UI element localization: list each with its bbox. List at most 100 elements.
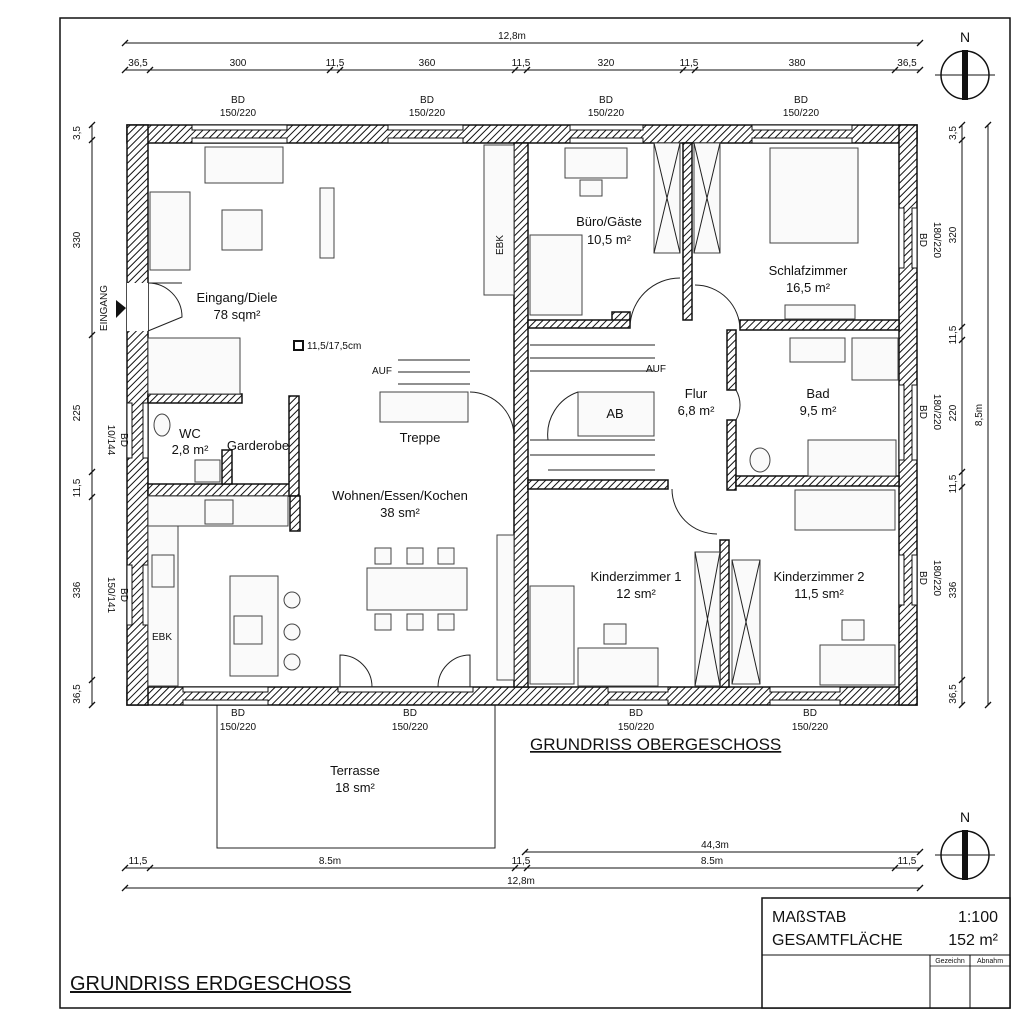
stair-treads [530, 344, 655, 471]
entrance-door-swing [147, 282, 183, 332]
chair-icon [283, 623, 301, 641]
room-labels: Eingang/Diele 78 sqm² EINGANG 11,5/17,5c… [99, 214, 865, 795]
kinder2-area: 11,5 sm² [794, 586, 844, 601]
left-seg-3: 225 [72, 404, 83, 421]
entrance-opening [127, 283, 148, 331]
bd-label: BD [629, 708, 643, 719]
eg-title: GRUNDRISS ERDGESCHOSS [70, 973, 351, 995]
top-seg-6: 320 [598, 58, 615, 69]
right-seg-3: 11,5 [948, 325, 959, 344]
top-seg-1: 36,5 [128, 58, 148, 69]
auf-og-label: AUF [646, 364, 666, 375]
bd-label: BD [917, 233, 928, 247]
area-value: 152 m² [948, 932, 998, 949]
eingang-area: 78 sqm² [214, 307, 262, 322]
right-seg-5: 11,5 [948, 474, 959, 493]
bd-size: 180/220 [931, 394, 942, 431]
chair-icon [374, 613, 392, 631]
terrace-door-swing [339, 654, 471, 688]
drawn-by-col: Gezeichn [935, 958, 965, 965]
bd-label: BD [794, 95, 808, 106]
right-seg-4: 220 [948, 404, 959, 421]
bottom-seg-5: 11,5 [898, 856, 917, 867]
buero-name: Büro/Gäste [576, 214, 642, 229]
scale-label: MAßSTAB [772, 909, 846, 926]
furniture: EBK EBK [147, 142, 899, 688]
sink-icon [151, 554, 175, 588]
left-seg-6: 36,5 [72, 684, 83, 704]
top-seg-9: 36,5 [897, 58, 917, 69]
top-seg-8: 380 [789, 58, 806, 69]
chair-icon [283, 591, 301, 609]
bd-label: BD [231, 708, 245, 719]
schlaf-area: 16,5 m² [786, 280, 831, 295]
right-seg-6: 336 [948, 581, 959, 598]
cooktop-icon [204, 499, 234, 525]
bottom-seg-1: 11,5 [129, 856, 148, 867]
treppe-label: Treppe [400, 430, 441, 445]
chair-icon [437, 547, 455, 565]
bd-label: BD [917, 571, 928, 585]
page-border [59, 17, 1011, 1009]
left-seg-2: 330 [72, 231, 83, 248]
auf-eg-label: AUF [372, 366, 392, 377]
bottom-seg-4: 8.5m [701, 856, 723, 867]
top-seg-3: 11,5 [326, 58, 345, 69]
bottom-seg-3: 11,5 [512, 856, 531, 867]
right-seg-7: 36,5 [948, 684, 959, 704]
entrance-arrow-icon [116, 300, 126, 318]
sofa-icon [149, 191, 191, 271]
sink-icon [194, 459, 221, 483]
bottom-seg-2: 8.5m [319, 856, 341, 867]
terrasse-name: Terrasse [330, 763, 380, 778]
scale-value: 1:100 [958, 909, 998, 926]
wohnen-name: Wohnen/Essen/Kochen [332, 488, 468, 503]
top-total-dim: 12,8m [498, 31, 526, 42]
wardrobe-icon [147, 337, 241, 395]
sideboard-icon [496, 534, 515, 681]
stair-treads [398, 359, 515, 441]
bd-label: BD [118, 588, 129, 602]
chimney-icon [293, 340, 304, 351]
wohnen-area: 38 sm² [380, 505, 420, 520]
bottom-total-dim: 12,8m [507, 876, 535, 887]
chair-icon [406, 613, 424, 631]
kinder1-name: Kinderzimmer 1 [590, 569, 681, 584]
stair-landing [577, 391, 655, 437]
bottom-dimensions: 44,3m 11,5 8.5m 11,5 8.5m 11,5 12,8m [121, 840, 924, 892]
door-swings [629, 277, 741, 535]
top-seg-2: 300 [230, 58, 247, 69]
bed-icon [529, 234, 583, 316]
bathtub-icon [807, 439, 897, 477]
bd-size: 150/220 [792, 722, 829, 733]
chair-icon [841, 619, 865, 641]
bd-size: 150/220 [409, 108, 446, 119]
svg-text:N: N [960, 29, 970, 45]
buero-area: 10,5 m² [587, 232, 632, 247]
title-block: MAßSTAB 1:100 GESAMTFLÄCHE 152 m² Gezeic… [761, 897, 1011, 1009]
bd-size: 150/220 [220, 722, 257, 733]
shower-icon [851, 337, 899, 381]
left-seg-1: 3,5 [72, 126, 83, 140]
ebk-upper-label: EBK [495, 235, 506, 255]
flur-area: 6,8 m² [678, 403, 716, 418]
bottom-partial-dim: 44,3m [701, 840, 729, 851]
bed-icon [529, 585, 575, 685]
dresser-icon [784, 304, 856, 320]
bd-size: 150/220 [220, 108, 257, 119]
bd-label: BD [803, 708, 817, 719]
wc-area: 2,8 m² [172, 442, 210, 457]
svg-text:N: N [960, 809, 970, 825]
eingang-name: Eingang/Diele [197, 290, 278, 305]
top-seg-7: 11,5 [680, 58, 699, 69]
desk-icon [577, 647, 659, 687]
terrasse-area: 18 sm² [335, 780, 375, 795]
stair-note: 11,5/17,5cm [307, 341, 361, 352]
bed-icon [769, 147, 859, 244]
dining-table-icon [366, 567, 468, 611]
left-seg-4: 11,5 [72, 478, 83, 497]
top-seg-5: 11,5 [512, 58, 531, 69]
garderobe-label: Garderobe [227, 438, 289, 453]
right-dimensions: 3,5 320 11,5 220 11,5 336 36,5 8,5m [948, 121, 992, 709]
